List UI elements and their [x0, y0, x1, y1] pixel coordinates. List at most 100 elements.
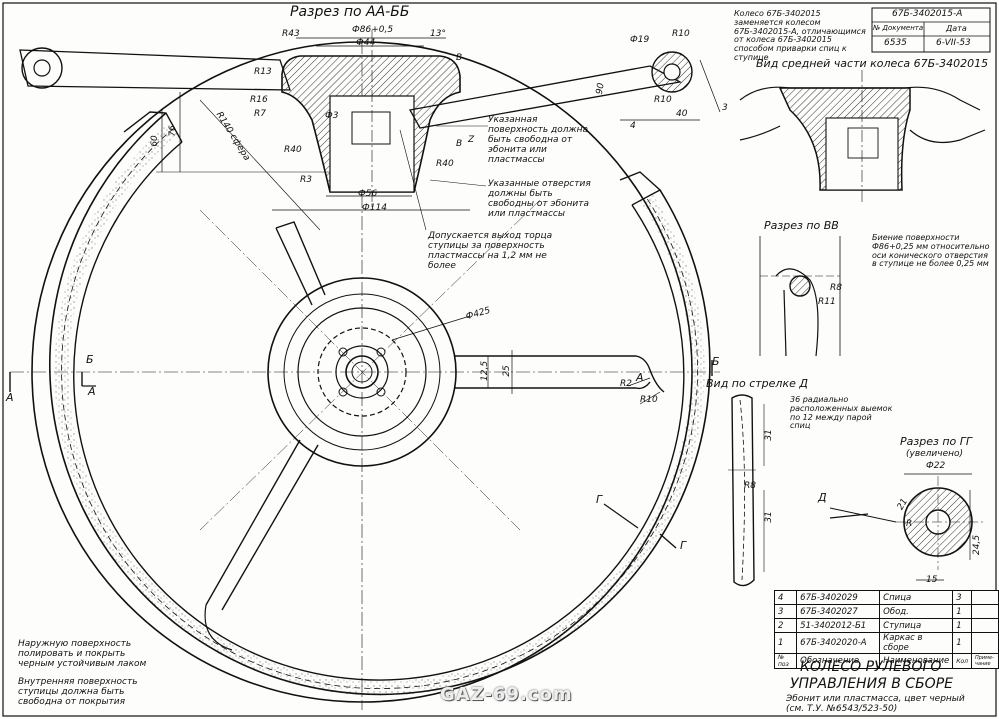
- parts-cell-qty: 3: [952, 590, 972, 605]
- dim-phi86: Ф86+0,5: [352, 25, 394, 35]
- middle-part-view: [739, 70, 986, 205]
- table-row: 4 67Б-3402029 Спица 3: [773, 590, 999, 605]
- dim-r11: R11: [818, 297, 836, 307]
- dim-40: 40: [676, 109, 688, 119]
- dim-r-gg: R: [906, 519, 913, 529]
- dim-r3: R3: [300, 175, 312, 185]
- marker-a-left: А: [6, 391, 14, 404]
- note-outer-surface: Наружную поверхность полировать и покрыт…: [18, 639, 147, 669]
- note-runout: Биение поверхности Ф86+0,25 мм относител…: [872, 233, 990, 269]
- change-box: [871, 7, 991, 53]
- marker-v-top: В: [456, 53, 463, 63]
- table-row: 3 67Б-3402027 Обод. 1: [773, 604, 999, 619]
- dim-r7: R7: [254, 109, 266, 119]
- parts-header-qty: Кол: [952, 653, 972, 669]
- dim-60: 60: [149, 135, 160, 147]
- parts-cell-code: 67Б-3402027: [796, 604, 881, 619]
- note-hub-exit: Допускается выход торца ступицы за повер…: [428, 231, 553, 271]
- table-header-row: № поз Обозначение Наименование Кол Приме…: [773, 653, 999, 669]
- title-line-1: КОЛЕСО РУЛЕВОГО: [800, 659, 942, 675]
- section-vv-title: Разрез по ВВ: [764, 219, 839, 232]
- marker-a-left-inner: А: [88, 385, 96, 398]
- parts-list-table: 4 67Б-3402029 Спица 3 3 67Б-3402027 Обод…: [773, 590, 999, 669]
- parts-header-pos: № поз: [773, 653, 798, 669]
- parts-cell-note: [971, 604, 999, 619]
- parts-cell-code: 67Б-3402020-А: [796, 632, 881, 654]
- marker-a-right: А: [636, 371, 644, 384]
- parts-cell-name: Ступица: [879, 618, 954, 633]
- middle-view-title: Вид средней части колеса 67Б-3402015: [756, 57, 989, 70]
- replacement-note: Колесо 67Б-3402015 заменяется колесом 67…: [734, 9, 866, 62]
- dim-r2: R2: [620, 379, 632, 389]
- dim-r10-top: R10: [672, 29, 690, 39]
- dim-phi3: Ф3: [325, 111, 339, 121]
- marker-d-arrow: Д: [818, 491, 827, 504]
- section-gg-title: Разрез по ГГ: [900, 435, 972, 448]
- dim-r43: R43: [282, 29, 300, 39]
- parts-cell-qty: 1: [952, 632, 972, 654]
- dim-12-5: 12,5: [480, 360, 491, 381]
- dim-phi22: Ф22: [926, 461, 946, 471]
- view-d-title: Вид по стрелке Д: [706, 377, 808, 390]
- dim-phi114: Ф114: [362, 203, 387, 213]
- section-gg-subtitle: (увеличено): [906, 449, 964, 459]
- dim-r40-left: R40: [284, 145, 302, 155]
- parts-cell-name: Каркас в сборе: [879, 632, 954, 654]
- parts-header-name: Наименование: [879, 653, 954, 669]
- change-box-header-doc: № Документа: [873, 24, 924, 32]
- change-box-code: 67Б-3402015-А: [892, 9, 963, 19]
- parts-cell-note: [971, 590, 999, 605]
- parts-cell-qty: 1: [952, 604, 972, 619]
- parts-cell-code: 67Б-3402029: [796, 590, 881, 605]
- dim-13deg: 13°: [430, 29, 446, 39]
- parts-cell-pos: 4: [773, 590, 798, 605]
- marker-b-right: Б: [712, 355, 720, 368]
- change-box-date: 6-VII-53: [936, 38, 971, 48]
- view-d: [728, 394, 765, 587]
- pos-4: 4: [630, 121, 636, 131]
- dim-phi19: Ф19: [630, 35, 650, 45]
- dim-r16: R16: [250, 95, 268, 105]
- dim-25: 25: [501, 365, 512, 377]
- dim-90: 90: [594, 82, 607, 96]
- note-inner-surface: Внутренняя поверхность ступицы должна бы…: [18, 677, 138, 707]
- parts-cell-pos: 1: [773, 632, 798, 654]
- dim-phi44: Ф44: [356, 38, 376, 48]
- pos-3: 3: [722, 103, 728, 113]
- wheel-main-view: [9, 40, 720, 710]
- section-aa-bb: [19, 30, 721, 231]
- dim-r10-lower: R10: [654, 95, 672, 105]
- title-line-2: УПРАВЛЕНИЯ В СБОРЕ: [790, 676, 953, 692]
- watermark: GAZ-69.com: [440, 684, 573, 705]
- parts-cell-qty: 1: [952, 618, 972, 633]
- dim-r8-vv: R8: [830, 283, 842, 293]
- parts-cell-code: 51-3402012-Б1: [796, 618, 881, 633]
- table-row: 2 51-3402012-Б1 Ступица 1: [773, 618, 999, 633]
- note-notches: 36 радиально расположенных выемок по 12 …: [790, 395, 893, 431]
- marker-v-bottom: В: [456, 139, 463, 149]
- note-surface-free: Указанная поверхность должна быть свобод…: [488, 115, 589, 165]
- dim-r13: R13: [254, 67, 272, 77]
- marker-g-lower: Г: [680, 539, 687, 552]
- dim-31-upper: 31: [763, 429, 774, 441]
- dim-r8-d: R8: [744, 481, 756, 491]
- section-gg-view: [829, 473, 984, 581]
- marker-z: Z: [468, 135, 475, 145]
- parts-cell-name: Спица: [879, 590, 954, 605]
- dim-76: 76: [167, 125, 178, 137]
- dim-31-lower: 31: [763, 511, 774, 523]
- dim-r10-spoke: R10: [640, 395, 658, 405]
- table-row: 1 67Б-3402020-А Каркас в сборе 1: [773, 632, 999, 654]
- dim-15: 15: [926, 575, 938, 585]
- dim-phi56: Ф56: [358, 189, 378, 199]
- marker-g-upper: Г: [596, 493, 603, 506]
- change-box-header-date: Дата: [946, 24, 967, 33]
- parts-cell-name: Обод.: [879, 604, 954, 619]
- title-material: Эбонит или пластмасса, цвет черный (см. …: [786, 694, 965, 714]
- section-aa-bb-title: Разрез по АА-ББ: [290, 4, 410, 20]
- change-box-doc: 6535: [884, 38, 907, 48]
- parts-header-code: Обозначение: [796, 653, 881, 669]
